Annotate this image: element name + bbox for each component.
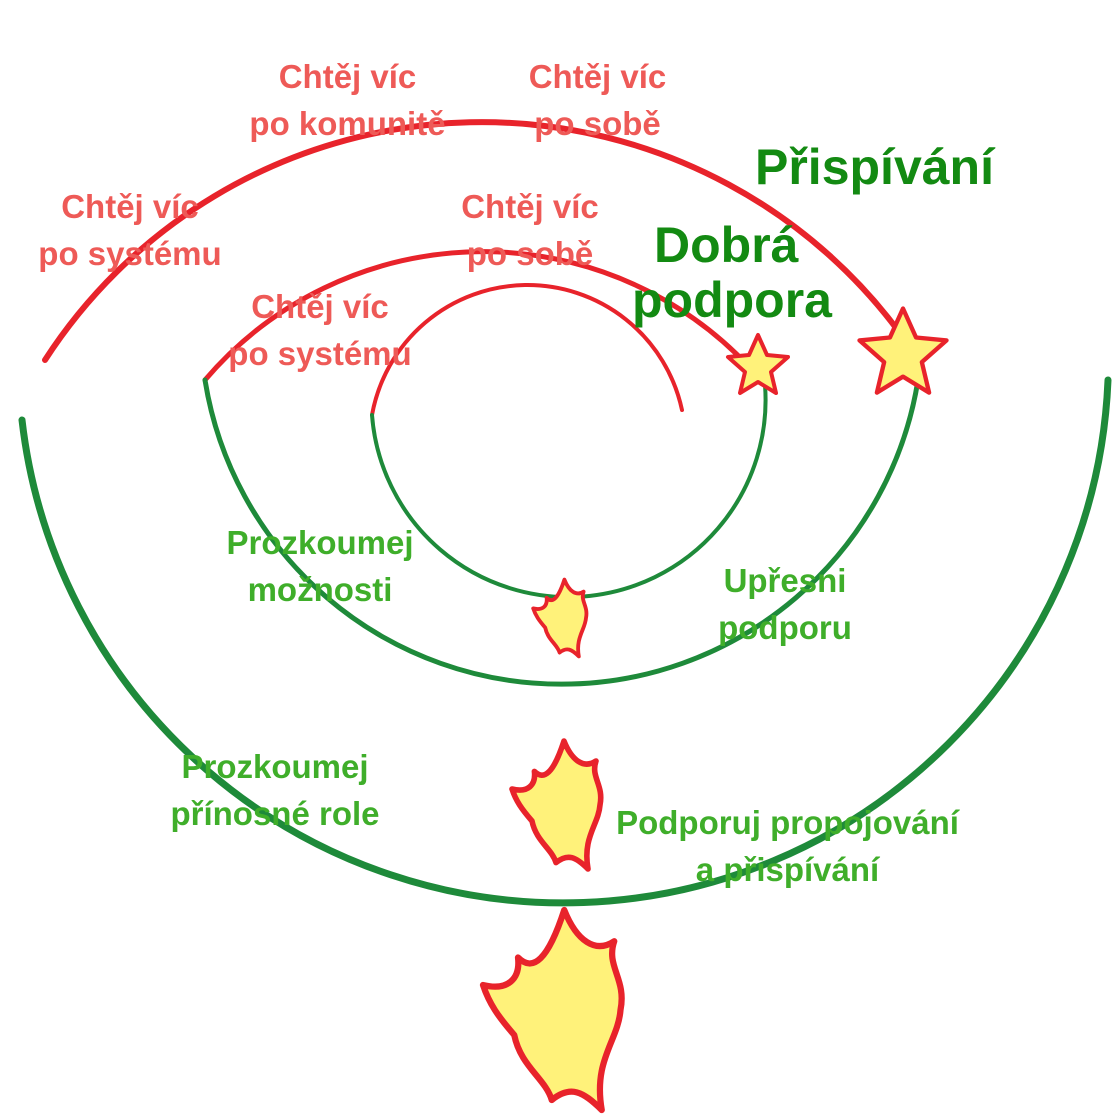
label-support-connecting: Podporuj propojování a přispívání [590,800,985,894]
label-self-outer-line2: po sobě [534,104,661,142]
label-self-outer-line1: Chtěj víc [528,58,667,95]
label-explore-roles-line1: Prozkoumej [181,748,369,785]
label-self-inner-line2: po sobě [466,234,594,272]
label-community-line1: Chtěj víc [278,58,417,95]
label-good-support: Dobrá podpora [632,218,832,328]
label-refine-support-line2: podporu [718,608,852,646]
label-system-inner-line2: po systému [228,334,412,372]
label-community: Chtěj víc po komunitě [235,54,460,148]
label-refine-support-line1: Upřesni [723,562,847,599]
label-system-inner-line1: Chtěj víc [251,288,389,325]
small-star-icon [726,333,790,395]
label-system-outer: Chtěj víc po systému [20,184,240,278]
label-contribution: Přispívání [755,139,994,195]
label-explore-roles: Prozkoumej přínosné role [150,744,400,838]
large-flame-icon [479,906,625,1114]
green-spiral-middle [202,377,921,687]
label-system-outer-line1: Chtěj víc [61,188,199,225]
large-star-icon [857,306,949,395]
label-community-line2: po komunitě [249,104,446,142]
red-spiral-inner [370,283,684,417]
small-flame-icon [531,577,589,659]
label-good-support-line1: Dobrá [654,217,799,273]
label-good-support-line2: podpora [632,272,832,328]
label-refine-support: Upřesni podporu [700,558,870,652]
label-system-outer-line2: po systému [38,234,222,272]
label-self-inner: Chtěj víc po sobě [440,184,620,278]
medium-flame-icon [509,738,604,872]
label-explore-roles-line2: přínosné role [170,794,380,832]
label-self-outer: Chtěj víc po sobě [505,54,690,148]
label-explore-options-line1: Prozkoumej [226,524,414,561]
label-self-inner-line1: Chtěj víc [461,188,599,225]
label-support-connecting-line2: a přispívání [695,850,880,888]
label-explore-options: Prozkoumej možnosti [205,520,435,614]
label-system-inner: Chtěj víc po systému [210,284,430,378]
label-support-connecting-line1: Podporuj propojování [616,804,959,841]
label-explore-options-line2: možnosti [247,570,393,608]
green-spiral-outer [18,376,1112,907]
red-spiral-outer [42,119,908,363]
red-spiral-middle [202,249,768,388]
